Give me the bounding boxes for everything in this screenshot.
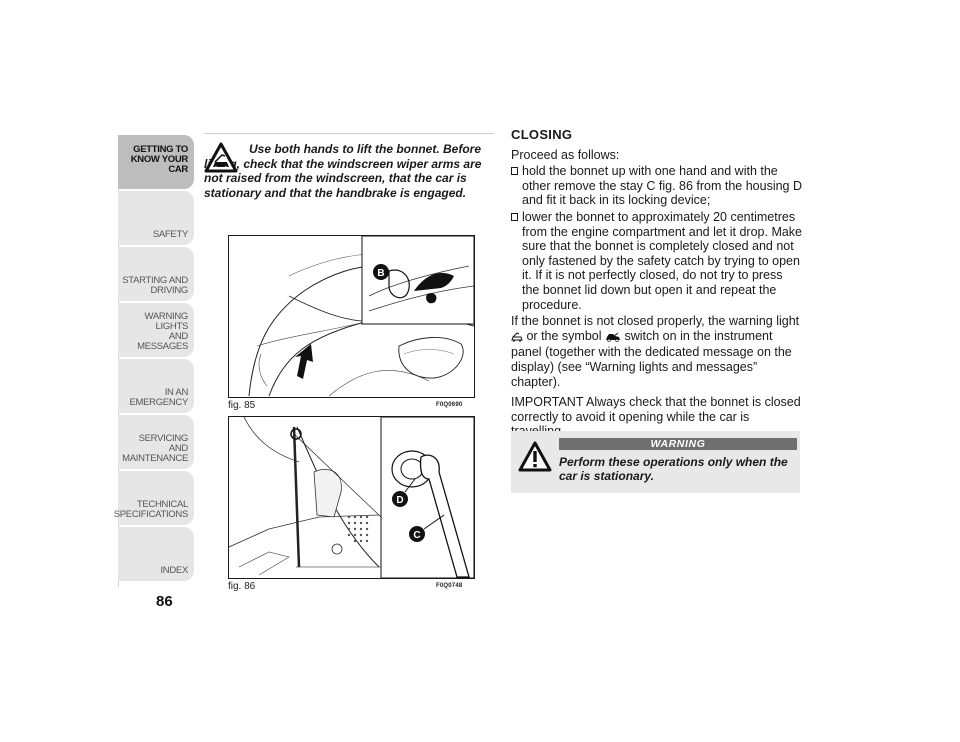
- tab-servicing[interactable]: SERVICING AND MAINTENANCE: [118, 415, 194, 469]
- bonnet-open-illustration: B: [248, 235, 475, 397]
- figure-86-code: F0Q0748: [436, 583, 463, 589]
- closing-paragraph: If the bonnet is not closed properly, th…: [511, 314, 803, 389]
- paragraph-text-2: or the symbol: [526, 328, 602, 343]
- car-symbol-icon: [605, 331, 621, 346]
- tab-technical-specifications[interactable]: TECHNICAL SPECIFICATIONS: [114, 471, 194, 525]
- closing-step-text: lower the bonnet to approximately 20 cen…: [522, 209, 803, 312]
- checkbox-bullet-icon: [511, 212, 518, 221]
- label-d: D: [396, 495, 403, 506]
- closing-step-text: hold the bonnet up with one hand and wit…: [522, 164, 802, 208]
- tab-safety[interactable]: SAFETY: [118, 191, 194, 245]
- bonnet-stay-illustration: D C: [228, 416, 475, 579]
- top-warning-text: Use both hands to lift the bonnet. Befor…: [204, 142, 482, 200]
- tab-in-an-emergency[interactable]: IN AN EMERGENCY: [118, 359, 194, 413]
- closing-step: hold the bonnet up with one hand and wit…: [511, 164, 803, 208]
- closing-step: lower the bonnet to approximately 20 cen…: [511, 210, 803, 312]
- closing-intro: Proceed as follows:: [511, 147, 620, 162]
- figure-85: B: [228, 235, 475, 398]
- paragraph-text-1: If the bonnet is not closed properly, th…: [511, 314, 800, 329]
- figure-85-caption: fig. 85: [228, 400, 256, 411]
- warning-title: WARNING: [559, 438, 797, 450]
- page-number: 86: [156, 593, 173, 610]
- top-warning: Use both hands to lift the bonnet. Befor…: [204, 133, 494, 200]
- tab-index[interactable]: INDEX: [118, 527, 194, 581]
- closing-section: CLOSING Proceed as follows: hold the bon…: [511, 127, 803, 445]
- closing-heading: CLOSING: [511, 127, 573, 142]
- figure-85-code: F0Q0690: [436, 402, 463, 408]
- figure-86-caption: fig. 86: [228, 581, 256, 592]
- warning-box: WARNING Perform these operations only wh…: [511, 431, 800, 493]
- bonnet-open-icon: [204, 142, 246, 176]
- figure-86: D C: [228, 416, 475, 579]
- warning-text: Perform these operations only when the c…: [559, 455, 788, 483]
- warning-triangle-icon: [518, 441, 552, 478]
- tab-getting-to-know-your-car[interactable]: GETTING TO KNOW YOUR CAR: [118, 135, 194, 189]
- tab-warning-lights[interactable]: WARNING LIGHTS AND MESSAGES: [118, 303, 194, 357]
- checkbox-bullet-icon: [511, 167, 518, 176]
- label-c: C: [413, 530, 420, 541]
- tab-starting-and-driving[interactable]: STARTING AND DRIVING: [118, 247, 194, 301]
- label-b: B: [377, 268, 384, 279]
- important-note: IMPORTANT Always check that the bonnet i…: [511, 395, 801, 438]
- paragraph-text-3: switch on in the instrument panel (toget…: [511, 328, 792, 389]
- bonnet-open-icon: [511, 331, 523, 346]
